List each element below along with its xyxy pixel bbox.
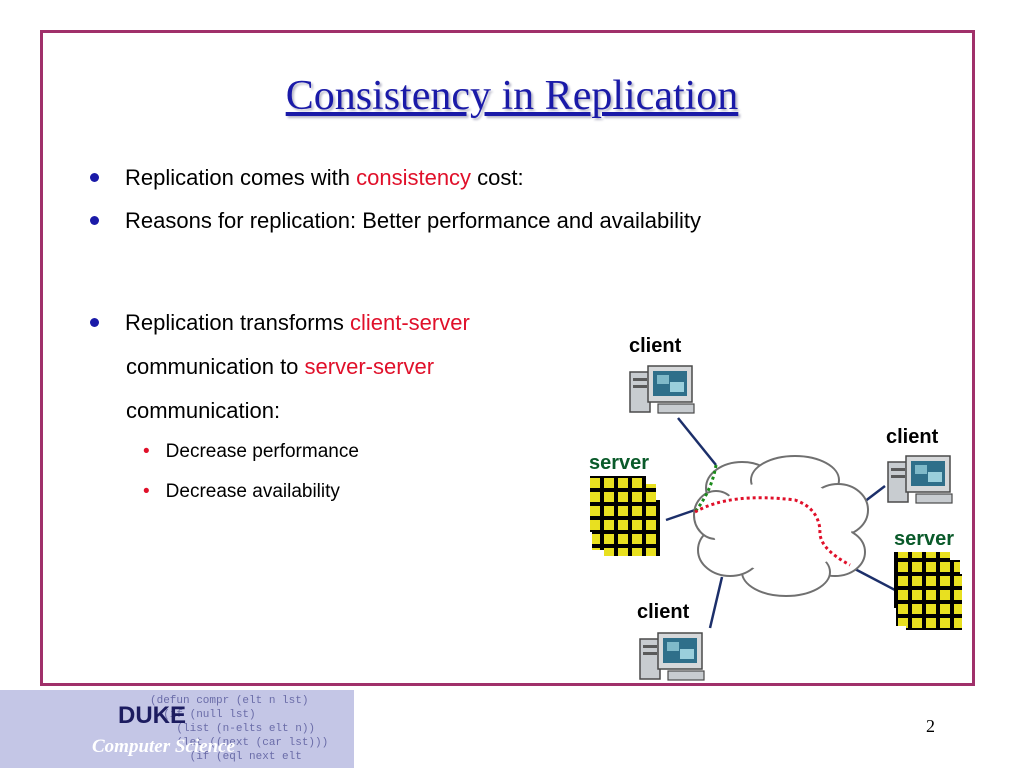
link-server-right [852, 566, 896, 592]
server-label: server [589, 452, 650, 474]
client-label: client [629, 335, 682, 357]
sub-bullet-dot-icon: • [143, 481, 150, 502]
bullet-1: Replication comes with consistency cost: [90, 165, 524, 191]
bullet-dot-icon [90, 215, 99, 225]
bullet-3-line-2-pre: communication to [126, 354, 305, 379]
bullet-3-line-2: communication to server-server [126, 354, 434, 380]
client-label: client [886, 426, 939, 448]
bullet-3-line-2-highlight: server-server [304, 354, 435, 379]
server-server-path [694, 496, 851, 567]
server-icon [590, 476, 660, 556]
bullet-2: Reasons for replication: Better performa… [90, 208, 701, 234]
slide-frame [40, 30, 975, 686]
bullet-dot-icon [90, 172, 99, 182]
sub-bullet-dot-icon: • [143, 441, 150, 462]
link-client-right [863, 485, 886, 503]
bullet-1-pre: Replication comes with [125, 165, 357, 190]
server-icon [894, 552, 962, 630]
duke-logo: (defun compr (elt n lst) (if (null lst) … [0, 690, 354, 768]
client-label: client [637, 601, 690, 623]
client-computer-icon [629, 365, 695, 414]
client-computer-icon [887, 455, 953, 504]
page-number: 2 [926, 716, 935, 736]
network-cloud-icon [693, 455, 869, 597]
sub-bullet-2: • Decrease availability [143, 481, 340, 503]
sub-bullet-2-text: Decrease availability [165, 481, 340, 502]
bullet-1-highlight: consistency [356, 165, 472, 190]
bullet-1-post: cost: [471, 165, 524, 190]
sub-bullet-1-text: Decrease performance [165, 441, 359, 462]
bullet-3: Replication transforms client-server [90, 310, 470, 336]
logo-code-text: (defun compr (elt n lst) (if (null lst) … [150, 695, 329, 763]
bullet-3-highlight: client-server [349, 310, 470, 335]
link-client-top [677, 417, 717, 466]
sub-bullet-1: • Decrease performance [143, 441, 359, 463]
client-server-path [693, 464, 718, 513]
link-client-bottom [708, 576, 724, 629]
logo-title: DUKE [118, 702, 187, 729]
client-computer-icon [639, 632, 705, 681]
bullet-dot-icon [90, 317, 99, 327]
slide-title: Consistency in Replication [285, 73, 739, 119]
bullet-3-pre: Replication transforms [125, 310, 350, 335]
server-label: server [894, 528, 955, 550]
bullet-3-line-3: communication: [126, 398, 281, 423]
link-server-left [665, 508, 696, 522]
logo-subtitle: Computer Science [92, 736, 236, 757]
bullet-2-text: Reasons for replication: Better performa… [125, 208, 701, 233]
